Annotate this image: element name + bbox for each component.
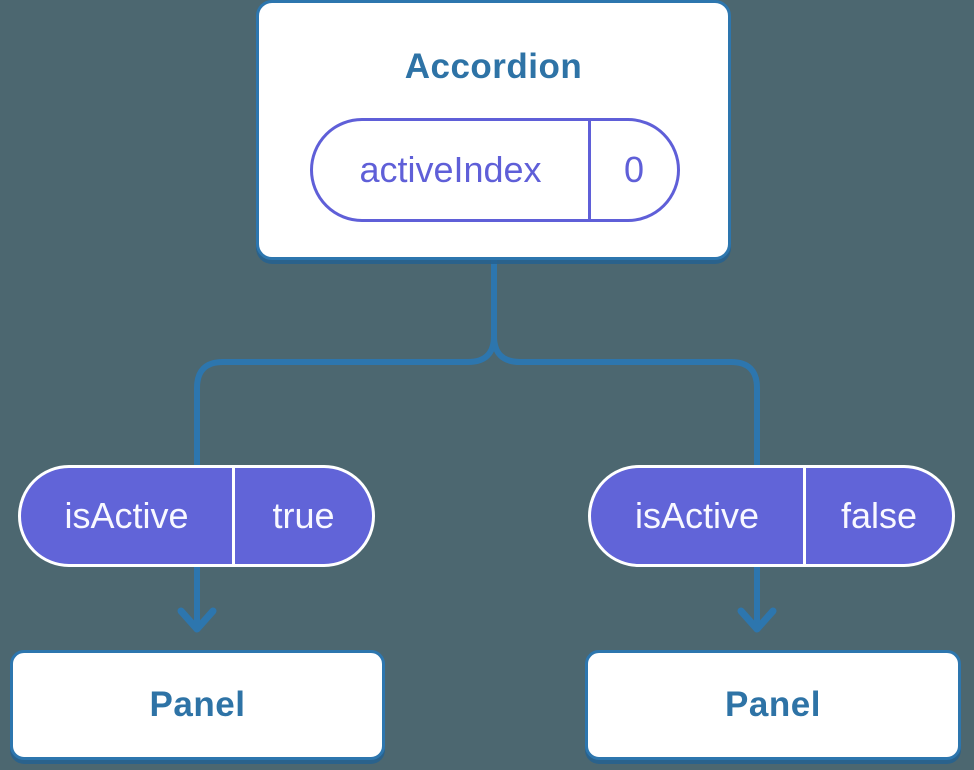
prop-pill-right-value: false — [840, 495, 918, 536]
state-pill-label: activeIndex — [359, 149, 542, 190]
panel-node-left: Panel — [10, 650, 385, 760]
prop-pill-right-divider — [803, 468, 806, 564]
state-pill-value: 0 — [623, 149, 645, 190]
prop-pill-left-divider — [232, 468, 235, 564]
panel-left-title: Panel — [149, 685, 246, 724]
state-pill-divider — [588, 121, 591, 219]
prop-pill-right-label: isActive — [634, 495, 760, 536]
prop-pill-left-label: isActive — [64, 495, 189, 536]
accordion-title: Accordion — [404, 47, 583, 86]
prop-pill-right: isActive false — [588, 465, 955, 567]
prop-pill-left-value: true — [272, 495, 335, 536]
accordion-node: Accordion activeIndex 0 — [256, 0, 731, 260]
down-arrow-right-icon — [737, 607, 777, 633]
down-arrow-left-icon — [177, 607, 217, 633]
panel-right-title: Panel — [725, 685, 821, 724]
connector-branch-left — [194, 256, 497, 626]
panel-node-right: Panel — [585, 650, 961, 760]
connector-branch-right — [491, 256, 760, 626]
prop-pill-left: isActive true — [18, 465, 375, 567]
state-pill: activeIndex 0 — [310, 118, 680, 222]
